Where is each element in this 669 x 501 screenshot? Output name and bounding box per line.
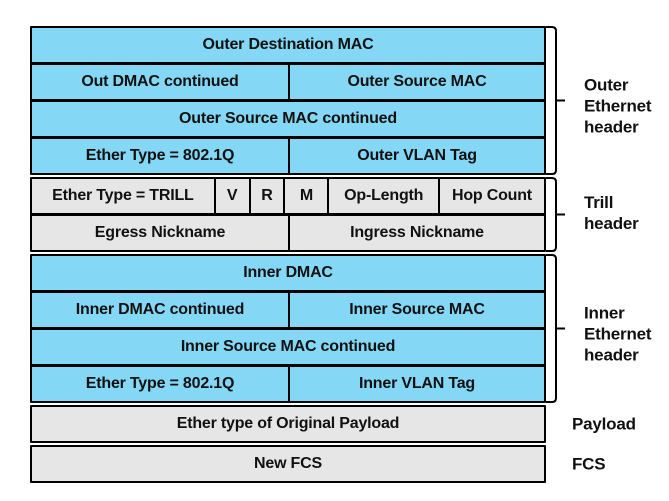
field-v-flag: V — [213, 179, 249, 213]
field-new-fcs: New FCS — [254, 455, 322, 472]
label-line: Inner — [584, 303, 625, 323]
table-row: Ether Type = 802.1Q Outer VLAN Tag — [30, 137, 546, 175]
field-hop-count: Hop Count — [437, 179, 544, 213]
field-out-dmac-continued: Out DMAC continued — [81, 73, 239, 90]
field-m-flag: M — [283, 179, 327, 213]
field-outer-destination-mac: Outer Destination MAC — [202, 36, 374, 53]
brace-inner-ethernet-header — [546, 254, 565, 403]
field-outer-source-mac: Outer Source MAC — [288, 65, 544, 99]
field-egress-nickname: Egress Nickname — [94, 224, 226, 241]
field-outer-ether-type-8021q: Ether Type = 802.1Q — [85, 147, 235, 164]
field-inner-ether-type-8021q: Ether Type = 802.1Q — [85, 375, 235, 392]
table-row: Inner DMAC continued Inner Source MAC — [30, 291, 546, 329]
label-fcs: FCS — [572, 454, 606, 474]
label-line: header — [584, 214, 639, 233]
field-ether-type-trill: Ether Type = TRILL — [52, 187, 194, 204]
table-row: Egress Nickname Ingress Nickname — [30, 214, 546, 252]
label-line: Outer — [584, 75, 629, 95]
table-row: Inner Source MAC continued — [30, 328, 546, 366]
brace-outer-ethernet-header — [546, 26, 565, 175]
label-outer-ethernet-header: Outer Ethernet header — [584, 75, 652, 138]
field-ether-type-of-original-payload: Ether type of Original Payload — [176, 415, 400, 432]
label-inner-ethernet-header: Inner Ethernet header — [584, 303, 652, 366]
field-inner-dmac: Inner DMAC — [243, 264, 333, 281]
field-outer-source-mac-continued: Outer Source MAC continued — [179, 110, 397, 127]
field-inner-dmac-continued: Inner DMAC continued — [75, 301, 245, 318]
label-line: Trill — [584, 193, 614, 212]
section-payload: Ether type of Original Payload — [30, 405, 546, 443]
field-inner-vlan-tag: Inner VLAN Tag — [288, 367, 544, 401]
section-fcs: New FCS — [30, 445, 546, 483]
frame-field-table: Outer Destination MAC Out DMAC continued… — [30, 26, 546, 483]
label-payload: Payload — [572, 414, 636, 434]
field-inner-source-mac-continued: Inner Source MAC continued — [180, 338, 396, 355]
label-line: Ethernet — [584, 96, 652, 116]
label-line: Ethernet — [584, 324, 652, 344]
field-outer-vlan-tag: Outer VLAN Tag — [288, 139, 544, 173]
section-inner-ethernet-header: Inner DMAC Inner DMAC continued Inner So… — [30, 254, 546, 403]
field-op-length: Op-Length — [327, 179, 438, 213]
field-r-flag: R — [248, 179, 284, 213]
label-line: header — [584, 345, 639, 365]
table-row: Outer Source MAC continued — [30, 100, 546, 138]
table-row: Out DMAC continued Outer Source MAC — [30, 63, 546, 101]
table-row: Ether Type = TRILL V R M Op-Length Hop C… — [30, 177, 546, 215]
table-row: New FCS — [30, 445, 546, 483]
field-inner-source-mac: Inner Source MAC — [288, 293, 544, 327]
field-ingress-nickname: Ingress Nickname — [288, 216, 544, 250]
label-line: header — [584, 117, 639, 137]
table-row: Ether Type = 802.1Q Inner VLAN Tag — [30, 365, 546, 403]
table-row: Ether type of Original Payload — [30, 405, 546, 443]
brace-trill-header — [546, 177, 565, 252]
table-row: Outer Destination MAC — [30, 26, 546, 64]
label-trill-header: Trill header — [584, 192, 639, 234]
section-outer-ethernet-header: Outer Destination MAC Out DMAC continued… — [30, 26, 546, 175]
section-trill-header: Ether Type = TRILL V R M Op-Length Hop C… — [30, 177, 546, 252]
table-row: Inner DMAC — [30, 254, 546, 292]
